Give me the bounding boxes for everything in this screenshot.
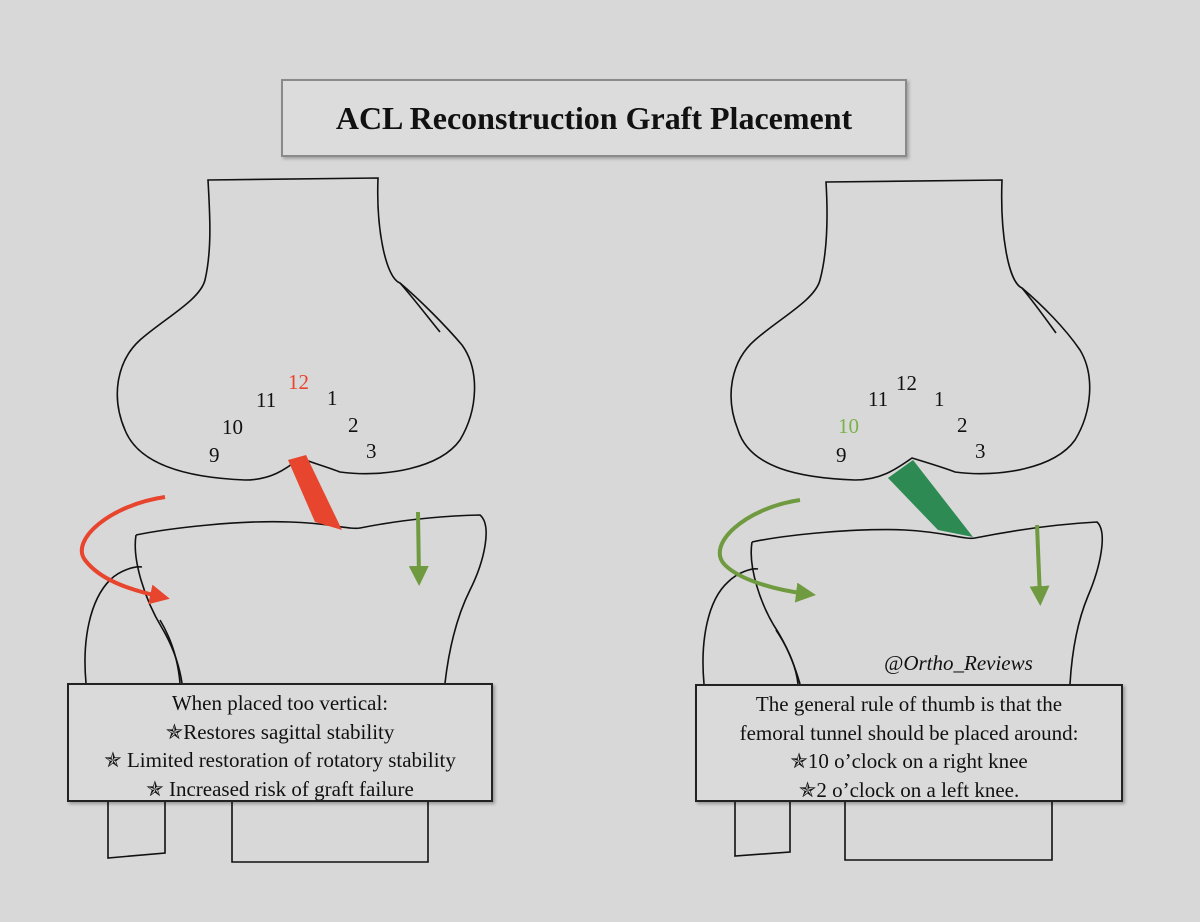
left-clock-2: 2 <box>348 413 359 437</box>
left-femur-edge <box>399 282 441 333</box>
left-clock-12: 12 <box>288 370 309 394</box>
right-knee: 9 10 11 12 1 2 3 <box>702 179 1103 861</box>
left-femur <box>116 177 476 481</box>
right-note-line: ✯10 o’clock on a right knee <box>790 749 1028 773</box>
left-fibula <box>84 566 181 859</box>
left-note-point: ✯Restores sagittal stability <box>165 719 395 744</box>
page-title: ACL Reconstruction Graft Placement <box>335 99 853 136</box>
right-clock-11: 11 <box>868 387 888 411</box>
right-fibula <box>702 568 799 857</box>
right-clock-10: 10 <box>838 414 859 438</box>
left-note-point: ✯ Increased risk of graft failure <box>146 776 414 801</box>
left-rotation-arrow <box>79 495 170 605</box>
right-clock-9: 9 <box>836 443 847 467</box>
right-note-box: The general rule of thumb is that the fe… <box>695 684 1123 802</box>
watermark: @Ortho_Reviews <box>884 651 1033 675</box>
title-box: ACL Reconstruction Graft Placement <box>281 79 907 157</box>
right-rotation-arrow <box>717 498 816 603</box>
right-clock-2: 2 <box>957 413 968 437</box>
left-clock-9: 9 <box>209 443 220 467</box>
left-clock-1: 1 <box>327 386 338 410</box>
right-note-line: The general rule of thumb is that the <box>755 692 1063 716</box>
left-note-box: When placed too vertical: ✯Restores sagi… <box>67 683 493 802</box>
right-acl-graft <box>888 460 973 537</box>
left-clock-11: 11 <box>256 388 276 412</box>
left-note-point: ✯ Limited restoration of rotatory stabil… <box>104 748 456 772</box>
right-note-line: femoral tunnel should be placed around: <box>739 720 1079 745</box>
right-vertical-arrow <box>1029 524 1050 606</box>
right-femur-edge <box>1021 287 1057 334</box>
left-note-heading: When placed too vertical: <box>171 691 389 715</box>
left-acl-graft <box>288 455 342 530</box>
right-clock-3: 3 <box>975 439 986 463</box>
right-note-line: ✯2 o’clock on a left knee. <box>798 777 1020 802</box>
left-knee: 9 10 11 12 1 2 3 <box>79 177 487 863</box>
left-vertical-arrow <box>408 511 429 586</box>
right-femur <box>730 179 1091 481</box>
right-clock-1: 1 <box>934 387 945 411</box>
left-clock-10: 10 <box>222 415 243 439</box>
left-clock-3: 3 <box>366 439 377 463</box>
right-clock-12: 12 <box>896 371 917 395</box>
